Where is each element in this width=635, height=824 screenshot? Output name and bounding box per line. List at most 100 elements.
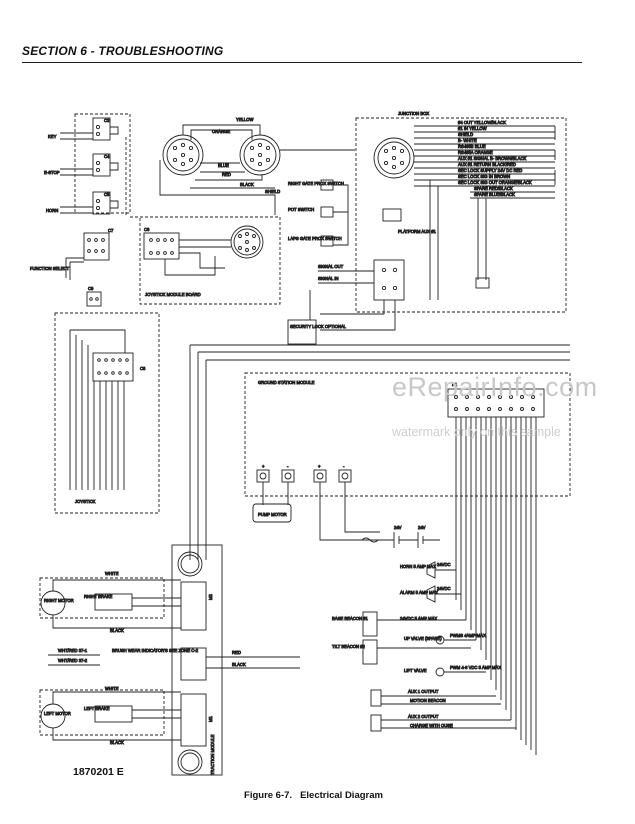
svg-text:CHARGE WITH OUSE: CHARGE WITH OUSE <box>410 723 453 728</box>
figure-title: Electrical Diagram <box>300 790 383 801</box>
traction-module-label: TRACTION MODULE <box>210 734 215 775</box>
svg-text:LEFT MOTOR: LEFT MOTOR <box>44 711 71 716</box>
figure-caption: Figure 6-7.Electrical Diagram <box>0 790 635 801</box>
connector-c9: C9 <box>86 286 102 307</box>
junction-box-label: JUNCTION BOX <box>398 111 429 116</box>
svg-text:C6: C6 <box>144 227 150 232</box>
beacon-2: TILT BEACON #2 <box>332 639 378 665</box>
traction-module <box>171 544 223 776</box>
signal-out-label: SIGNAL OUT <box>318 264 344 269</box>
svg-text:WHT/RED 37-2: WHT/RED 37-2 <box>58 658 88 663</box>
pump-motor <box>252 503 292 523</box>
connector-c3: C3 <box>92 117 110 141</box>
black-label-1: BLACK <box>110 628 124 633</box>
svg-text:SEC LOCK SIG IN BROWN: SEC LOCK SIG IN BROWN <box>458 174 510 179</box>
svg-text:BASE BEACON #1: BASE BEACON #1 <box>332 616 369 621</box>
junction-box <box>355 117 567 313</box>
svg-text:B- WHITE: B- WHITE <box>458 138 477 143</box>
svg-text:PWM 4-8 VDC 5 AMP MAX: PWM 4-8 VDC 5 AMP MAX <box>450 665 501 670</box>
aux2-connector <box>370 714 382 732</box>
connector-c4: C4 <box>92 153 110 177</box>
signal-connector <box>373 259 405 301</box>
svg-text:ALARM 5 AMP MAX: ALARM 5 AMP MAX <box>400 590 438 595</box>
switch-panel-box <box>74 113 131 214</box>
svg-text:JOYSTICK: JOYSTICK <box>75 499 96 504</box>
aux1-connector <box>370 689 382 707</box>
traction-connector-top <box>177 551 203 577</box>
svg-text:MOTION BEACON: MOTION BEACON <box>410 698 446 703</box>
function-select-label: FUNCTION SELECT <box>30 266 70 271</box>
svg-text:RS485B BLUE: RS485B BLUE <box>458 144 486 149</box>
alarm-device: ALARM 5 AMP MAX 24VDC <box>400 585 451 603</box>
svg-text:C7: C7 <box>108 228 114 233</box>
m1-label: M1 <box>208 716 213 722</box>
svg-text:C9: C9 <box>88 286 94 291</box>
security-lock-label: SECURITY LOCK OPTIONAL <box>290 324 347 329</box>
svg-text:AUX #1 RETURN BLACK/RED: AUX #1 RETURN BLACK/RED <box>458 162 516 167</box>
svg-text:RS485A ORANGE: RS485A ORANGE <box>458 150 493 155</box>
shield-label: SHIELD <box>265 189 280 194</box>
svg-text:-: - <box>343 464 345 469</box>
connector-c6: C6 <box>143 227 180 260</box>
ground-terminals <box>256 469 352 483</box>
switch-stack: RIGHT GATE PROX SWITCH POT SWITCH LAPS G… <box>288 179 344 247</box>
connector-c7: C7 <box>83 228 114 261</box>
signal-in-label: SIGNAL IN <box>318 276 339 281</box>
connector-c5: C5 <box>92 191 110 215</box>
svg-text:24VDC: 24VDC <box>437 586 451 591</box>
black-label-3: BLACK <box>110 740 124 745</box>
watermark-site: eRepairInfo.com <box>392 372 598 402</box>
p1-pins <box>454 395 535 411</box>
svg-text:SEC LOCK SUPPLY 24V DC RED: SEC LOCK SUPPLY 24V DC RED <box>458 168 522 173</box>
black-label: BLACK <box>240 182 254 187</box>
platform-aux-connector <box>382 208 402 222</box>
svg-text:+: + <box>318 464 321 469</box>
svg-text:UP VALVE (SPARE): UP VALVE (SPARE) <box>404 636 442 641</box>
svg-text:-: - <box>287 464 289 469</box>
up-valve: UP VALVE (SPARE) <box>404 635 445 645</box>
horn-device: HORN 5 AMP MAX 24VDC <box>400 561 451 579</box>
estop-label: E-STOP <box>44 170 60 175</box>
aux2-label: AUX 2 OUTPUT <box>408 714 439 719</box>
round-connector-left <box>162 134 204 176</box>
svg-text:SEC LOCK SIG OUT ORANGE/BLACK: SEC LOCK SIG OUT ORANGE/BLACK <box>458 180 532 185</box>
ground-station-module <box>244 372 571 497</box>
svg-text:24V: 24V <box>418 525 426 530</box>
svg-text:AUX #1 SIGNAL B- BROWN/BLACK: AUX #1 SIGNAL B- BROWN/BLACK <box>458 156 526 161</box>
m2-label: M2 <box>208 594 213 600</box>
right-motor <box>40 590 66 616</box>
round-connector-right <box>239 134 281 176</box>
yellow-label: YELLOW <box>236 117 254 122</box>
svg-text:24VDC 5 AMP MAX: 24VDC 5 AMP MAX <box>400 616 437 621</box>
fuse <box>361 537 379 543</box>
document-number: 1870201 E <box>73 766 124 778</box>
svg-text:C5: C5 <box>104 192 110 197</box>
beacon-1: BASE BEACON #1 <box>332 611 378 637</box>
key-label: KEY <box>48 134 57 139</box>
orange-label: ORANGE <box>212 129 230 134</box>
svg-text:PWMS 4AMP MAX: PWMS 4AMP MAX <box>450 633 486 638</box>
svg-text:24VDC: 24VDC <box>437 562 451 567</box>
black-label-2: BLACK <box>232 662 246 667</box>
p1-label: P1 <box>452 382 458 387</box>
svg-text:SPARE BLUE/BLACK: SPARE BLUE/BLACK <box>474 192 515 197</box>
blue-label: BLUE <box>218 163 229 168</box>
svg-text:24V: 24V <box>394 525 402 530</box>
aux1-label: AUX 1 OUTPUT <box>408 689 439 694</box>
joystick-round-connector <box>230 225 264 259</box>
svg-text:SPARE RED/BLACK: SPARE RED/BLACK <box>474 186 513 191</box>
horn-label: HORN <box>46 208 58 213</box>
svg-text:LIFT VALVE: LIFT VALVE <box>404 668 427 673</box>
battery <box>380 532 440 548</box>
svg-text:LAPS GATE PROX SWITCH: LAPS GATE PROX SWITCH <box>288 236 342 241</box>
left-motor-box <box>39 689 165 736</box>
traction-connector-bottom <box>177 749 203 775</box>
junction-wire-list: #4 OUT YELLOW/BLACK #1 IN YELLOW SHIELD … <box>458 120 533 198</box>
section-title: SECTION 6 - TROUBLESHOOTING <box>22 44 224 58</box>
svg-text:SHIELD: SHIELD <box>458 132 473 137</box>
right-brake <box>94 593 133 611</box>
right-motor-box <box>39 577 165 619</box>
svg-text:POT SWITCH: POT SWITCH <box>288 207 314 212</box>
svg-text:WHT/RED 37-1: WHT/RED 37-1 <box>58 648 88 653</box>
